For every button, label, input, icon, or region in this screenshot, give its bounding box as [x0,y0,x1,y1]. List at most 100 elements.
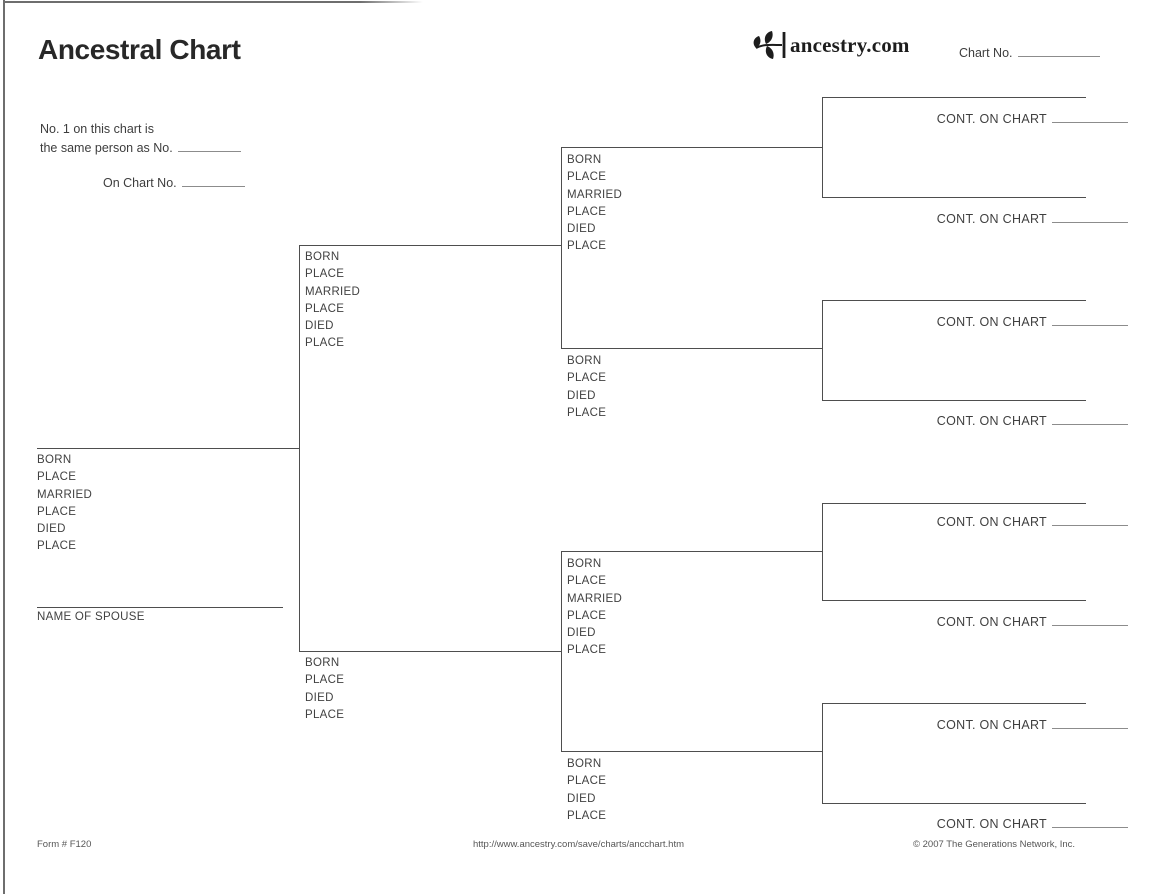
paternal-grandmother-line [561,348,822,350]
subject-name-line [37,448,299,450]
field-label: PLACE [567,406,607,419]
cont-on-chart-label: CONT. ON CHART [936,212,1047,226]
field-label: PLACE [37,471,77,484]
spouse-label: NAME OF SPOUSE [37,611,145,623]
paternal-grandmother-fields: BORN PLACE DIED PLACE [567,353,606,422]
logo-wordmark: ancestry.com [790,32,910,57]
identity-note: No. 1 on this chart is the same person a… [40,121,241,157]
field-label: DIED [567,627,596,640]
gen2-connector [299,245,301,652]
cont-on-chart-8: CONT. ON CHART [860,815,1128,831]
field-label: BORN [567,355,602,367]
gen3-maternal-connector [561,551,563,751]
cont-on-chart-6: CONT. ON CHART [860,613,1128,629]
cont-on-chart-label: CONT. ON CHART [936,112,1047,126]
note-line-2-text: the same person as No. [40,140,173,155]
field-label: PLACE [567,372,607,385]
field-label: PLACE [567,240,607,253]
field-label: PLACE [567,205,607,218]
note-line-2: the same person as No. [40,139,241,158]
great-grandparent-line-5 [822,503,1086,505]
same-person-blank [177,139,241,152]
note-line-1: No. 1 on this chart is [40,122,154,136]
field-label: MARRIED [305,285,361,298]
field-label: BORN [567,154,602,166]
spouse-name-line [37,607,283,609]
great-grandparent-line-2 [822,197,1086,199]
great-grandparent-line-6 [822,600,1086,602]
field-label: PLACE [305,337,345,350]
cont-on-chart-label: CONT. ON CHART [936,414,1047,428]
leaf-branch-icon [753,31,786,59]
gen4-connector-2 [822,300,824,400]
field-label: MARRIED [37,488,93,501]
field-label: DIED [305,320,334,333]
great-grandparent-line-3 [822,300,1086,302]
field-label: PLACE [37,540,77,553]
page-left-border [3,0,5,894]
field-label: BORN [37,454,72,466]
cont-chart-blank-8 [1052,815,1128,828]
field-label: BORN [305,657,340,669]
chart-number-blank [1017,44,1100,57]
maternal-grandmother-fields: BORN PLACE DIED PLACE [567,756,606,825]
cont-on-chart-label: CONT. ON CHART [936,718,1047,732]
cont-chart-blank-4 [1052,412,1128,425]
field-label: BORN [567,758,602,770]
cont-chart-blank-7 [1052,716,1128,729]
great-grandparent-line-8 [822,803,1086,805]
gen4-connector-4 [822,703,824,803]
field-label: DIED [305,691,334,704]
great-grandparent-line-7 [822,703,1086,705]
maternal-grandfather-fields: BORN PLACE MARRIED PLACE DIED PLACE [567,556,622,660]
father-name-line [299,245,561,247]
gen4-connector-1 [822,97,824,197]
copyright: © 2007 The Generations Network, Inc. [913,839,1076,850]
field-label: BORN [305,251,340,263]
cont-on-chart-label: CONT. ON CHART [936,817,1047,831]
field-label: BORN [567,558,602,570]
field-label: MARRIED [567,592,623,605]
on-chart-no-field: On Chart No. [103,174,245,190]
field-label: PLACE [37,505,77,518]
field-label: DIED [567,389,596,402]
field-label: PLACE [567,775,607,788]
maternal-grandfather-line [561,551,822,553]
cont-on-chart-2: CONT. ON CHART [860,210,1128,226]
cont-on-chart-7: CONT. ON CHART [860,716,1128,732]
on-chart-no-label: On Chart No. [103,176,177,190]
field-label: DIED [567,223,596,236]
page-title: Ancestral Chart [38,34,241,65]
chart-number-field: Chart No. [959,44,1100,60]
page-top-border [3,1,423,3]
great-grandparent-line-1 [822,97,1086,99]
cont-on-chart-label: CONT. ON CHART [936,315,1047,329]
cont-chart-blank-3 [1052,313,1128,326]
field-label: PLACE [567,609,607,622]
field-label: PLACE [567,809,607,822]
great-grandparent-line-4 [822,400,1086,402]
cont-chart-blank-1 [1052,110,1128,123]
cont-on-chart-5: CONT. ON CHART [860,513,1128,529]
gen3-paternal-connector [561,147,563,348]
field-label: PLACE [305,302,345,315]
field-label: DIED [567,792,596,805]
cont-chart-blank-6 [1052,613,1128,626]
cont-chart-blank-5 [1052,513,1128,526]
form-number: Form # F120 [37,839,92,850]
cont-on-chart-1: CONT. ON CHART [860,110,1128,126]
field-label: PLACE [567,575,607,588]
paternal-grandfather-line [561,147,822,149]
field-label: PLACE [567,171,607,184]
gen4-connector-3 [822,503,824,600]
field-label: PLACE [305,708,345,721]
cont-on-chart-label: CONT. ON CHART [936,515,1047,529]
maternal-grandmother-line [561,751,822,753]
footer-url: http://www.ancestry.com/save/charts/ancc… [472,839,684,850]
cont-on-chart-4: CONT. ON CHART [860,412,1128,428]
field-label: PLACE [567,644,607,657]
